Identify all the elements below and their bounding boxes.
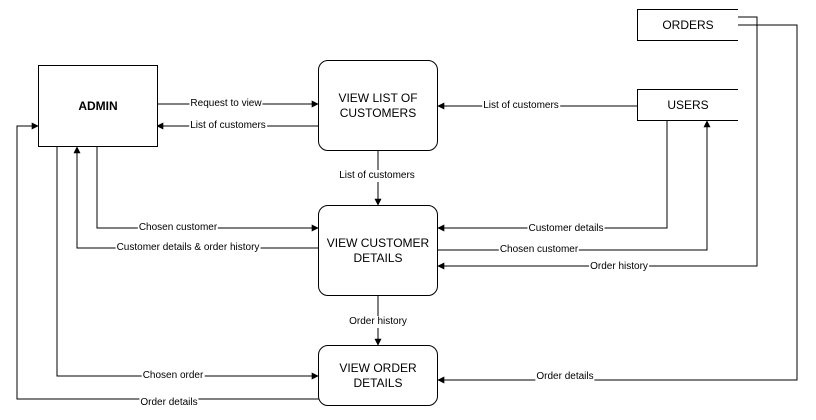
process-view-order-label: VIEW ORDER DETAILS: [339, 360, 417, 390]
flow-chosen-customer-admin: [96, 147, 319, 232]
flow-label-list-of-customers-users: List of customers: [482, 100, 560, 112]
process-view-customer-label: VIEW CUSTOMER DETAILS: [326, 235, 430, 265]
users-label: USERS: [667, 98, 709, 112]
flow-label-list-of-customers-down: List of customers: [338, 170, 416, 182]
admin-entity[interactable]: ADMIN: [38, 65, 158, 147]
flow-label-order-history-down: Order history: [348, 316, 408, 328]
orders-label: ORDERS: [662, 18, 714, 32]
flow-label-order-details-admin: Order details: [139, 397, 199, 409]
process-view-list-label: VIEW LIST OF CUSTOMERS: [338, 90, 418, 120]
flow-label-chosen-order: Chosen order: [141, 370, 205, 382]
flow-users-details: [437, 121, 668, 232]
process-view-list-of-customers[interactable]: VIEW LIST OF CUSTOMERS: [318, 60, 438, 151]
flow-chosen-order: [56, 147, 319, 380]
flow-label-order-details-orders: Order details: [535, 371, 595, 383]
process-view-order-details[interactable]: VIEW ORDER DETAILS: [318, 345, 438, 406]
flow-label-order-history-orders: Order history: [589, 261, 649, 273]
orders-datastore[interactable]: ORDERS: [637, 9, 738, 41]
flow-order-details-orders: [437, 24, 798, 384]
flow-label-list-of-customers-admin: List of customers: [189, 120, 267, 132]
flow-label-chosen-customer-admin: Chosen customer: [137, 222, 219, 234]
flow-label-chosen-customer-users: Chosen customer: [498, 244, 580, 256]
flow-label-request-to-view: Request to view: [189, 98, 263, 110]
process-view-customer-details[interactable]: VIEW CUSTOMER DETAILS: [318, 205, 438, 296]
users-datastore[interactable]: USERS: [637, 89, 738, 121]
admin-label: ADMIN: [78, 98, 118, 113]
flow-label-customer-details-users: Customer details: [527, 223, 605, 235]
flow-label-customer-details-order-history: Customer details & order history: [115, 242, 261, 254]
